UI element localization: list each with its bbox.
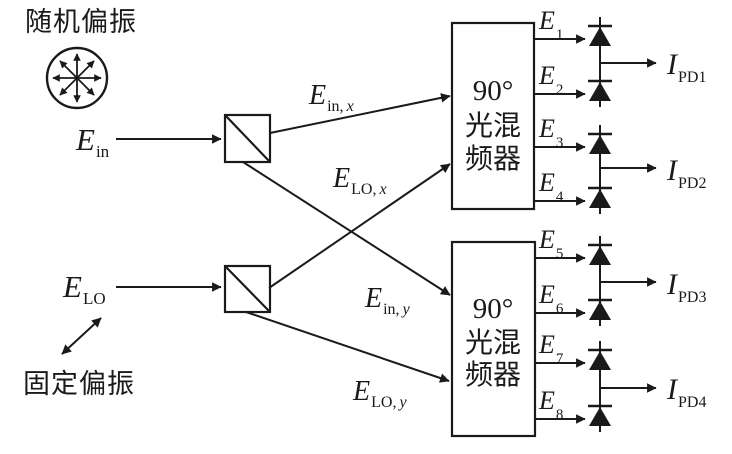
hybrid-top-box — [450, 21, 536, 211]
random-polarization-icon — [45, 46, 109, 110]
balanced-photodiode-pair-4 — [588, 341, 657, 432]
output-label-e8: E8 — [538, 386, 563, 423]
ipd3-label: IPD3 — [666, 268, 706, 306]
balanced-photodiode-pair-1 — [588, 17, 657, 107]
ein-label: Ein — [75, 122, 110, 161]
polarization-circle — [45, 46, 109, 110]
branch-label-ein-x: Ein,x — [308, 80, 354, 115]
hybrid-bottom-line3: 频器 — [465, 359, 521, 391]
beam-splitter-bottom-icon — [223, 264, 272, 314]
branch-line-elo-x — [268, 163, 451, 289]
photodiode-icon — [588, 298, 612, 320]
branch-line-ein-y — [242, 161, 451, 296]
fixed-polarization-label: 固定偏振 — [23, 369, 135, 399]
photodiode-icon — [588, 24, 612, 46]
photodiode-triangle — [589, 246, 611, 265]
output-label-e6: E6 — [538, 280, 564, 317]
hybrid-top-line1: 90° — [473, 75, 514, 107]
hybrid-top-line2: 光混 — [465, 110, 521, 142]
hybrid-bottom-line1: 90° — [473, 293, 514, 325]
hybrid-bottom: 90° 光混 频器 — [450, 240, 537, 438]
photodiode-icon — [588, 132, 612, 154]
balanced-photodiode-pair-3 — [588, 236, 657, 326]
photodiode-triangle — [589, 135, 611, 154]
output-label-e2: E2 — [538, 61, 563, 98]
photodiode-icon — [588, 348, 612, 370]
photodiode-triangle — [589, 407, 611, 426]
hybrid-top: 90° 光混 频器 — [450, 21, 536, 211]
elo-label: ELO — [62, 269, 106, 308]
output-label-e3: E3 — [538, 114, 563, 151]
hybrid-bottom-line2: 光混 — [465, 327, 521, 359]
output-label-e4: E4 — [538, 168, 564, 205]
random-polarization-label: 随机偏振 — [25, 7, 137, 37]
photodiode-triangle — [589, 301, 611, 320]
photodiode-icon — [588, 243, 612, 265]
branch-line-ein-x — [269, 93, 451, 134]
beam-splitter-bottom-diagonal — [224, 265, 271, 313]
photodiode-icon — [588, 186, 612, 208]
photodiode-triangle — [589, 351, 611, 370]
fixed-polarization-arrow-icon — [61, 317, 102, 355]
photodiode-triangle — [589, 27, 611, 46]
beam-splitter-top-diagonal — [224, 114, 271, 163]
branch-line-elo-y — [245, 311, 450, 383]
hybrid-top-line3: 频器 — [465, 143, 521, 175]
ipd1-label: IPD1 — [666, 48, 706, 86]
photodiode-triangle — [589, 82, 611, 101]
beam-splitter-top-icon — [223, 113, 272, 164]
polarization-arrow-diagonal-2 — [59, 60, 95, 96]
ipd2-label: IPD2 — [666, 154, 706, 192]
branch-label-elo-x: ELO,x — [332, 163, 387, 198]
ipd4-label: IPD4 — [666, 373, 706, 411]
photodiode-icon — [588, 79, 612, 101]
output-label-e7: E7 — [538, 330, 564, 367]
output-label-e1: E1 — [538, 6, 563, 43]
branch-label-ein-y: Ein,y — [364, 283, 411, 318]
photodiode-triangle — [589, 189, 611, 208]
balanced-photodiode-pair-2 — [588, 125, 657, 214]
output-label-e5: E5 — [538, 225, 563, 262]
branch-label-elo-y: ELO,y — [352, 376, 407, 411]
hybrid-bottom-box — [450, 240, 537, 438]
photodiode-icon — [588, 404, 612, 426]
